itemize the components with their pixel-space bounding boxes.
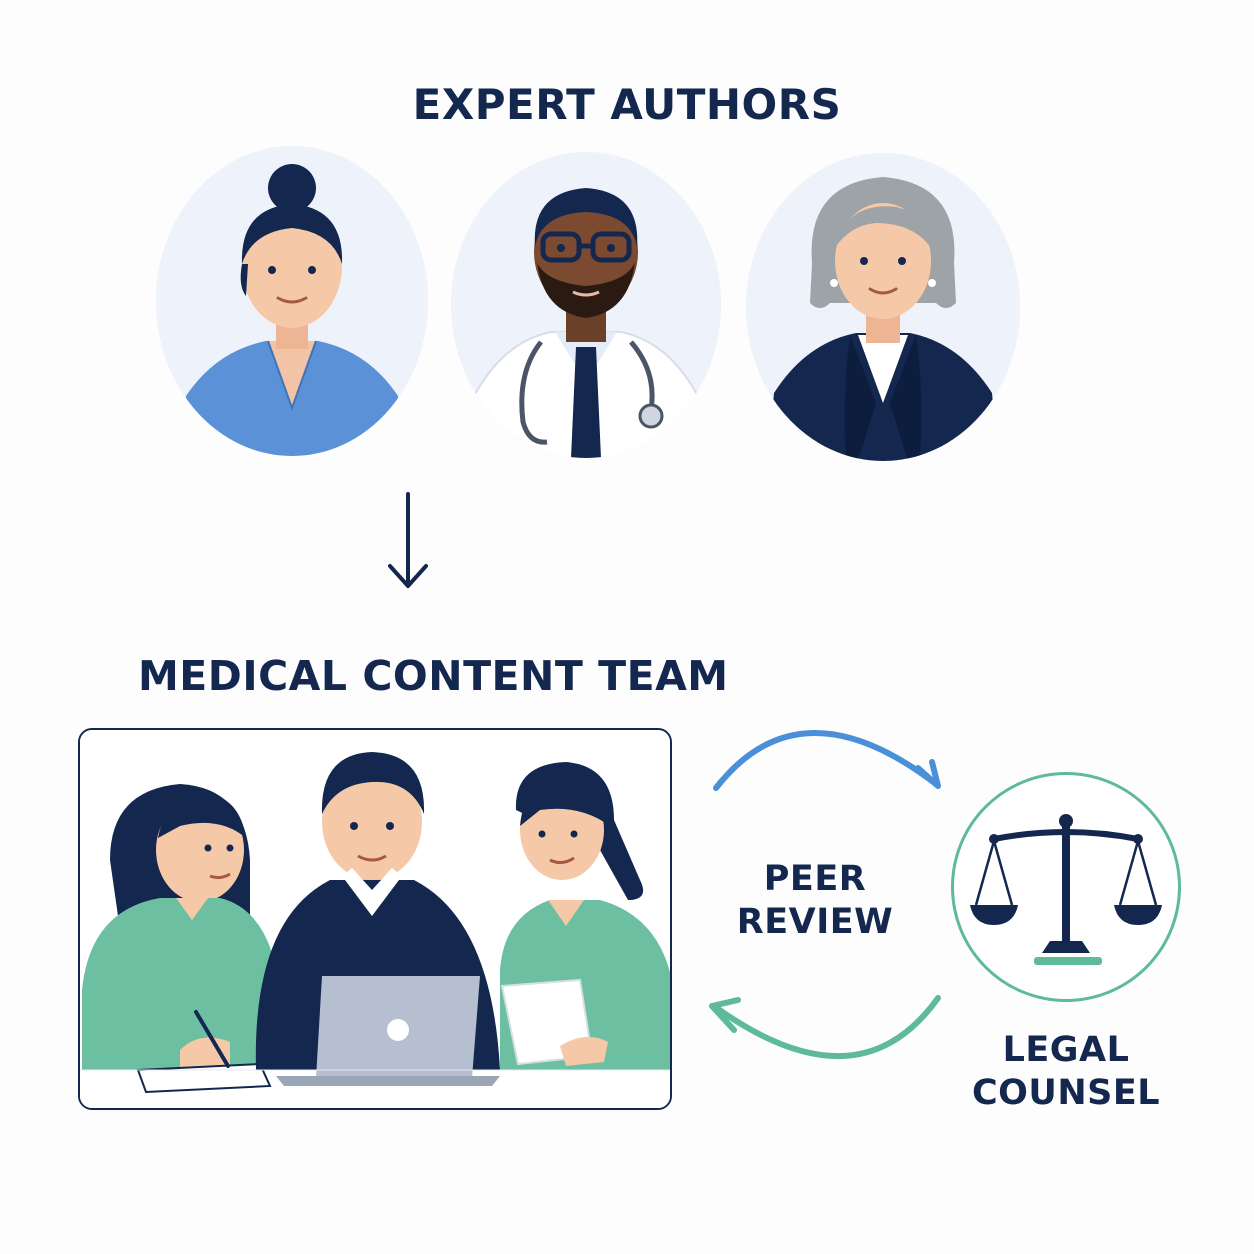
legal-counsel-line1: LEGAL: [1002, 1030, 1130, 1070]
peer-review-label: PEER REVIEW: [700, 858, 930, 944]
peer-review-line1: PEER: [763, 859, 867, 899]
peer-review-line2: REVIEW: [736, 902, 894, 942]
author-avatar-nurse: [156, 146, 428, 456]
scales-of-justice-icon: [970, 814, 1162, 965]
cycle-arrow-icon: [709, 995, 941, 1060]
author-avatar-doctor: [451, 152, 721, 458]
legal-counsel-label: LEGAL COUNSEL: [950, 1029, 1182, 1115]
cycle-arrow-icon: [713, 730, 941, 791]
legal-counsel-line2: COUNSEL: [971, 1073, 1161, 1113]
medical-content-team-panel: [78, 728, 672, 1110]
author-avatar-executive: [746, 153, 1020, 461]
medical-content-team-title: MEDICAL CONTENT TEAM: [138, 652, 729, 700]
legal-counsel-circle: [951, 772, 1181, 1002]
expert-authors-title: EXPERT AUTHORS: [412, 80, 842, 129]
